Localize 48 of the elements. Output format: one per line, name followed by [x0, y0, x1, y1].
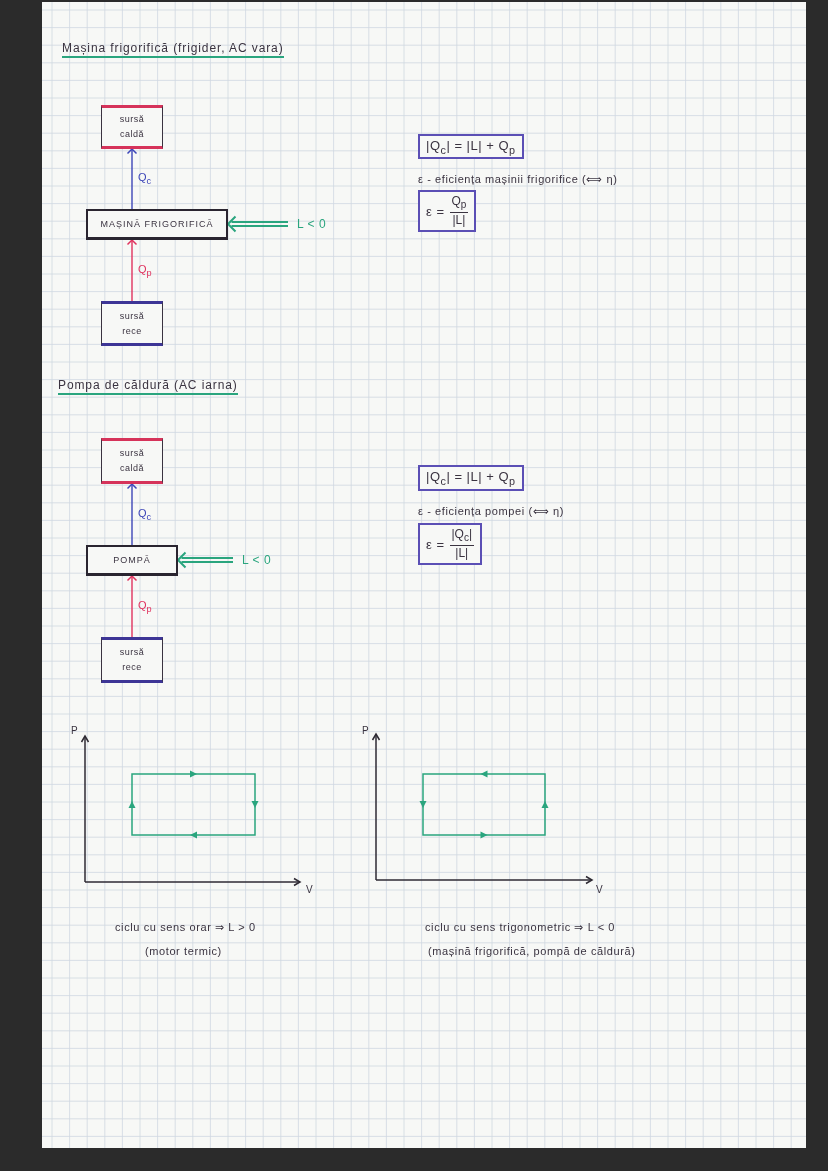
edge-label: Q$_{c}$ — [138, 171, 152, 187]
formula-box — [418, 523, 483, 565]
edge-label: Q$_{c}$ — [138, 506, 152, 522]
note-text: (motor termic) — [145, 945, 222, 957]
source-text: sursă caldă — [118, 113, 146, 141]
formula-text: ε = — [426, 536, 445, 552]
arrow — [126, 483, 138, 546]
machine-box — [86, 209, 228, 240]
note-text: ε - eficiența mașinii frigorifice (⟺ η) — [418, 173, 618, 186]
formula-box — [418, 134, 524, 159]
fraction-numerator: Q$_{p}$ — [449, 193, 469, 214]
formula-text: |Q$_{c}$| = |L| + Q$_{p}$ — [426, 469, 516, 487]
axis-label: P — [362, 725, 370, 736]
source-text: sursă rece — [118, 646, 146, 674]
machine-text: POMPĂ — [113, 555, 151, 565]
axis-label: V — [596, 884, 604, 895]
note-text: ciclu cu sens orar ⇒ L > 0 — [115, 921, 256, 934]
note-text: ε - eficiența pompei (⟺ η) — [418, 505, 564, 518]
cold-source-box — [101, 637, 163, 683]
section-heading: Pompa de căldură (AC iarna) — [58, 378, 238, 395]
fraction-denominator: |L| — [454, 546, 470, 562]
double-line-arrow — [227, 215, 288, 233]
arrow — [126, 575, 138, 638]
arrow — [126, 239, 138, 302]
hot-source-box — [101, 105, 163, 149]
edge-label: Q$_{p}$ — [138, 598, 152, 614]
source-text: sursă rece — [118, 309, 146, 338]
edge-label: Q$_{p}$ — [138, 262, 152, 278]
work-label: L < 0 — [288, 215, 327, 233]
section-heading: Mașina frigorifică (frigider, AC vara) — [62, 41, 284, 58]
axis-label: P — [71, 725, 79, 736]
formula-text: |Q$_{c}$| = |L| + Q$_{p}$ — [426, 137, 516, 156]
cold-source-box — [101, 301, 163, 346]
machine-box — [86, 545, 178, 576]
double-line-arrow — [177, 551, 233, 569]
axis-label: V — [306, 884, 314, 895]
formula-box — [418, 190, 477, 232]
note-text: (mașină frigorifică, pompă de căldură) — [428, 945, 636, 957]
machine-text: MAȘINĂ FRIGORIFICĂ — [100, 219, 214, 229]
work-label: L < 0 — [233, 551, 272, 569]
fraction-numerator: |Q$_{c}$| — [449, 526, 475, 547]
arrow — [126, 148, 138, 210]
formula-box — [418, 465, 524, 491]
formula-text: ε = — [426, 203, 445, 219]
note-text: ciclu cu sens trigonometric ⇒ L < 0 — [425, 921, 616, 934]
fraction-denominator: |L| — [451, 213, 467, 229]
hot-source-box — [101, 438, 163, 484]
source-text: sursă caldă — [118, 447, 146, 475]
